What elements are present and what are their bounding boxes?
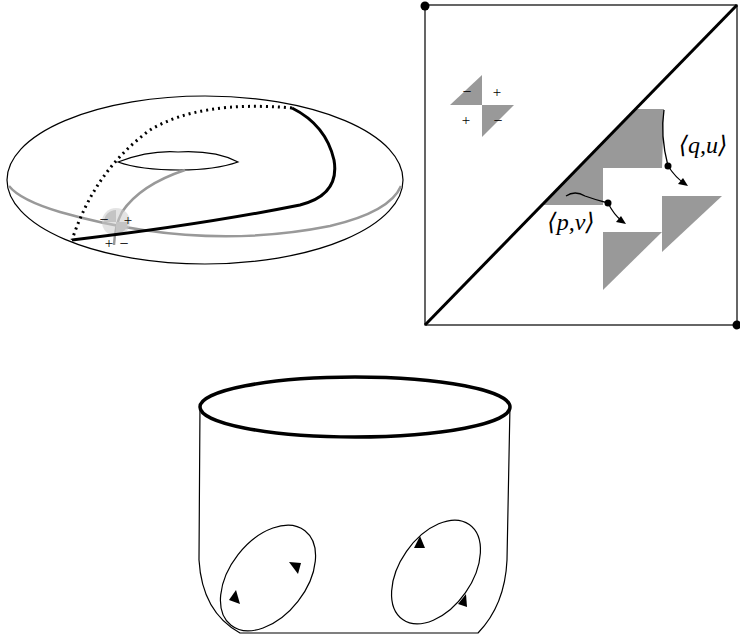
- arrowhead: [414, 536, 425, 548]
- path-curve: [663, 110, 668, 166]
- torus-hole: [118, 152, 238, 170]
- sign-label: −: [493, 113, 502, 129]
- top-boundary: [200, 377, 510, 437]
- arrowhead: [678, 178, 688, 186]
- sign-label: −: [99, 212, 108, 228]
- corner-dot: [733, 321, 740, 330]
- gray-triangle: [482, 105, 514, 137]
- corner-dot: [421, 2, 430, 11]
- sign-label: −: [119, 236, 128, 252]
- arrowhead: [289, 562, 301, 574]
- pants-outline: [199, 405, 510, 633]
- sign-label: −: [462, 84, 471, 100]
- square-diagram: [421, 2, 740, 330]
- rim-curve: [9, 186, 401, 236]
- arrowhead: [458, 594, 467, 607]
- pair-of-pants: [199, 377, 510, 637]
- curve-dotted: [72, 106, 292, 240]
- point-label: ⟨q,u⟩: [679, 133, 728, 157]
- sign-label: +: [124, 213, 132, 228]
- gray-region: [603, 109, 664, 168]
- diagonal: [425, 5, 737, 325]
- torus: [7, 96, 403, 264]
- gray-triangle: [450, 75, 482, 105]
- boundary-circle: [373, 504, 499, 637]
- gray-triangle: [603, 232, 662, 290]
- torus-outline: [7, 96, 403, 264]
- sign-label: +: [105, 236, 113, 251]
- curve-solid: [72, 108, 335, 240]
- sign-label: +: [462, 113, 470, 128]
- square-frame: [425, 5, 737, 325]
- path-curve: [566, 193, 608, 203]
- point-label: ⟨p,v⟩: [547, 210, 594, 234]
- arrowhead: [229, 590, 240, 604]
- boundary-circle: [201, 507, 335, 637]
- arrowhead: [616, 216, 626, 224]
- sign-label: +: [493, 85, 501, 100]
- gray-triangle: [662, 196, 722, 252]
